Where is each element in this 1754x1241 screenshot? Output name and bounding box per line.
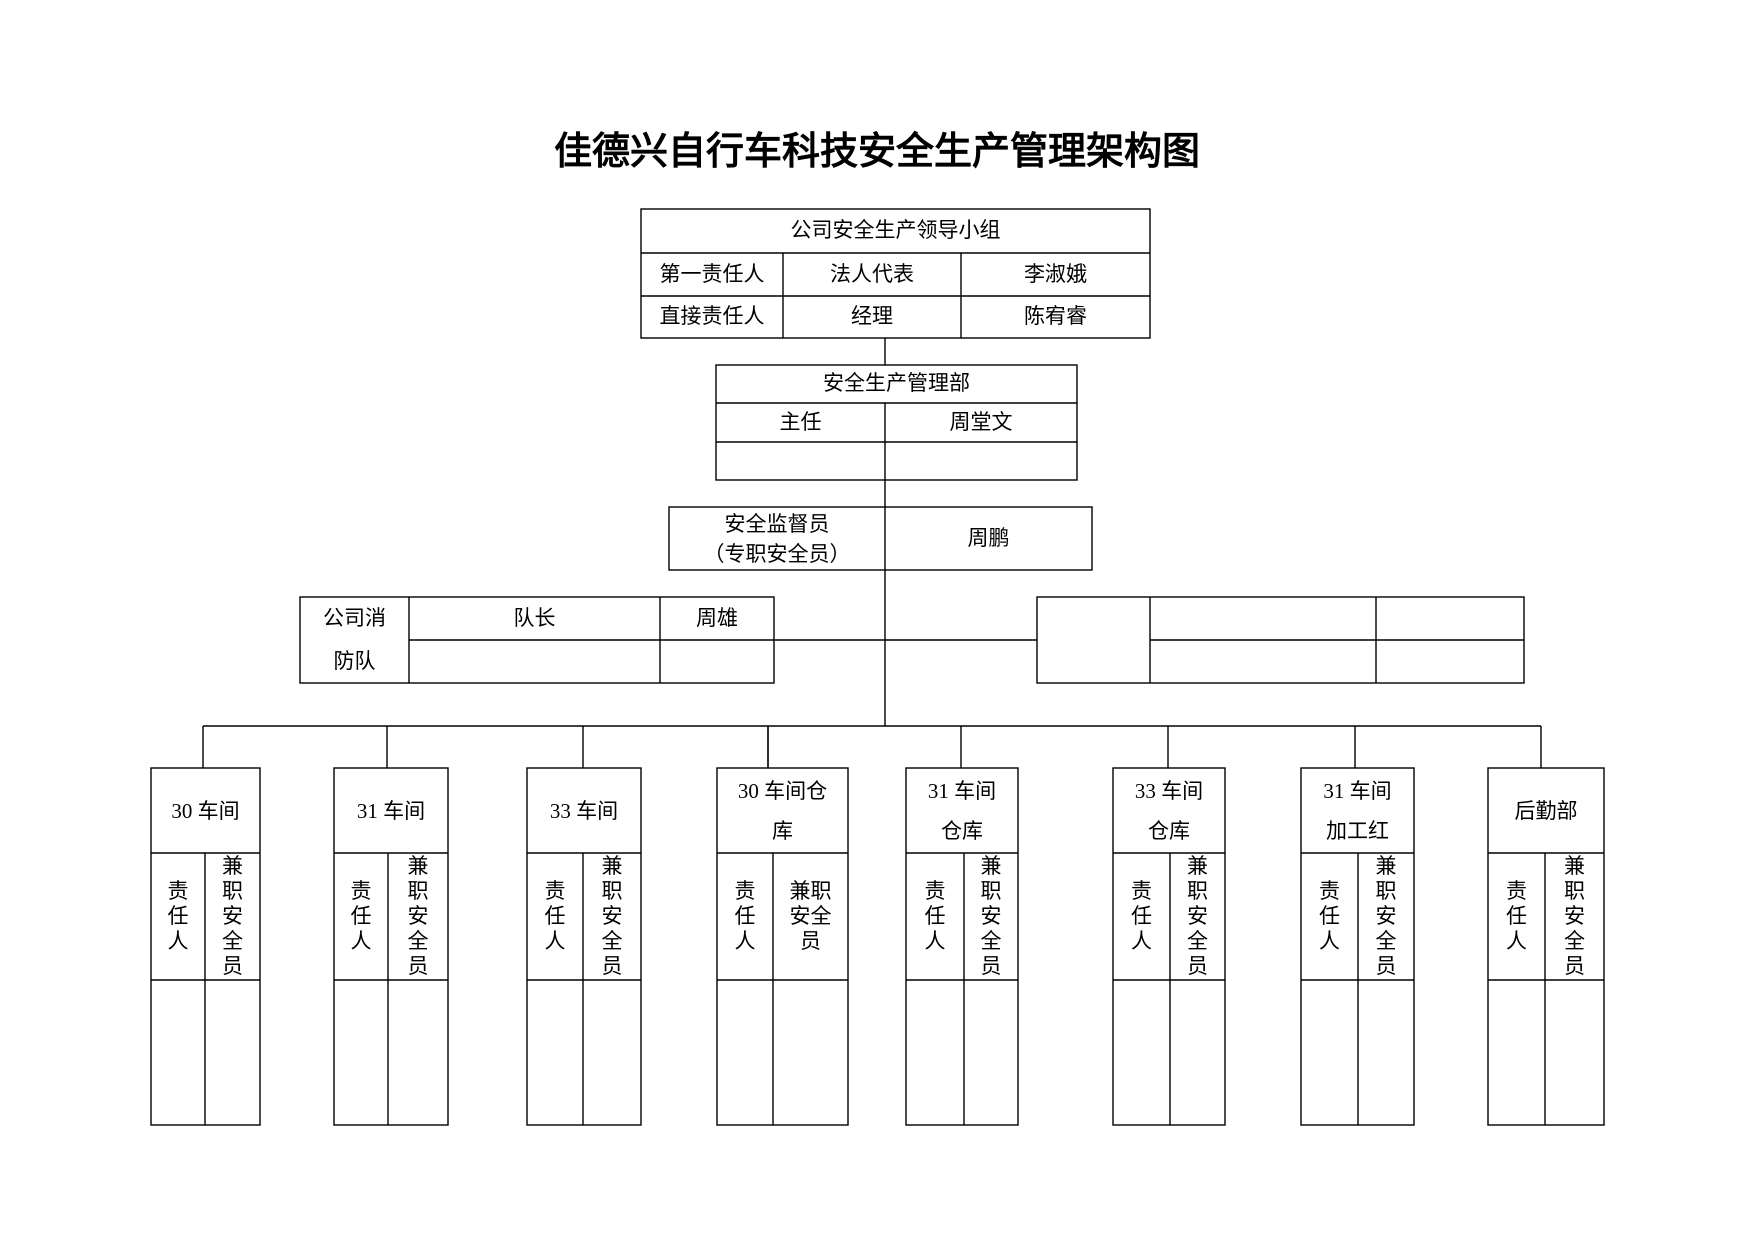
fire-brigade-captain-name: 周雄 [660,597,774,640]
cell-text: 陈宥睿 [1024,304,1087,329]
unit-header: 31 车间 [334,768,448,853]
fire-brigade-name-line: 防队 [333,649,376,673]
safety-officer-label: 兼职安全员 [964,853,1018,980]
first-responsible-label: 第一责任人 [641,253,783,296]
cell-text: 法人代表 [830,261,914,286]
safety-officer-label-text: 兼职安全员 [1375,854,1397,978]
safety-officer-label-text: 兼职安全员 [601,854,623,978]
cell-text: 直接责任人 [659,304,765,329]
responsible-label: 责任人 [1113,853,1170,980]
box-border [333,767,449,1126]
safety-officer-label: 兼职安全员 [773,853,848,980]
supervisor-name: 周鹏 [885,507,1092,570]
unit-header-line: 30 车间仓 [737,778,828,803]
cell-text: 安全生产管理部 [823,371,970,396]
responsible-label-text: 责任人 [924,879,946,953]
responsible-label-text: 责任人 [734,879,756,953]
box-border [905,767,1019,1126]
unit-header: 31 车间仓库 [906,768,1018,853]
supervisor-label-line: （专职安全员） [703,541,851,566]
safety-officer-label-text: 兼职安全员 [407,854,429,978]
unit-header: 33 车间仓库 [1113,768,1225,853]
cell-text: 主任 [779,409,822,434]
unit-header-line: 30 车间 [171,798,240,823]
box-border [1112,767,1226,1126]
direct-responsible-label: 直接责任人 [641,296,783,338]
box-border [640,208,1151,339]
safety-dept-director-label: 主任 [716,403,885,442]
responsible-label-text: 责任人 [1131,879,1152,953]
safety-officer-label-text: 兼职安全员 [789,879,832,953]
responsible-label-text: 责任人 [1506,879,1527,953]
safety-officer-label-text: 兼职安全员 [980,854,1002,978]
safety-officer-label: 兼职安全员 [583,853,641,980]
responsible-label: 责任人 [1301,853,1358,980]
cell-text: 经理 [851,304,893,329]
box-border [668,506,1093,571]
responsible-label: 责任人 [151,853,205,980]
safety-officer-label-text: 兼职安全员 [1564,854,1585,978]
cell-text: 队长 [513,605,556,630]
direct-responsible-role: 经理 [783,296,961,338]
safety-officer-label-text: 兼职安全员 [1187,854,1208,978]
direct-responsible-name: 陈宥睿 [961,296,1150,338]
safety-dept-director-name: 周堂文 [885,403,1077,442]
unit-header-line: 加工红 [1326,818,1389,843]
unit-header: 30 车间仓库 [717,768,848,853]
page-title: 佳德兴自行车科技安全生产管理架构图 [553,131,1200,173]
cell-text: 周堂文 [949,409,1013,434]
responsible-label-text: 责任人 [544,879,566,953]
cell-text: 李淑娥 [1024,261,1087,286]
leadership-group-title: 公司安全生产领导小组 [641,209,1150,253]
unit-header-line: 33 车间 [549,798,619,823]
safety-officer-label-text: 兼职安全员 [222,854,243,978]
unit-header: 30 车间 [151,768,260,853]
unit-header-line: 仓库 [941,818,983,843]
box-border [716,767,849,1126]
box-border [1487,767,1605,1126]
responsible-label-text: 责任人 [350,879,372,953]
unit-header-line: 后勤部 [1514,798,1578,823]
first-responsible-role: 法人代表 [783,253,961,296]
fire-brigade-name: 公司消 防队 [300,597,409,683]
safety-officer-label: 兼职安全员 [1170,853,1225,980]
safety-officer-label: 兼职安全员 [1545,853,1604,980]
unit-header-line: 33 车间 [1134,778,1204,803]
supervisor-label-line: 安全监督员 [724,511,830,536]
unit-header-line: 仓库 [1148,818,1190,843]
unit-header-line: 库 [772,818,793,843]
responsible-label: 责任人 [717,853,773,980]
responsible-label: 责任人 [1488,853,1545,980]
responsible-label-text: 责任人 [1319,879,1340,953]
safety-officer-label: 兼职安全员 [388,853,448,980]
first-responsible-name: 李淑娥 [961,253,1150,296]
unit-header-line: 31 车间 [356,798,426,823]
responsible-label: 责任人 [334,853,388,980]
box-border [526,767,642,1126]
supervisor-label: 安全监督员 （专职安全员） [669,507,885,570]
cell-text: 周雄 [696,605,738,630]
cell-text: 第一责任人 [659,261,765,286]
responsible-label: 责任人 [906,853,964,980]
unit-header: 31 车间加工红 [1301,768,1414,853]
safety-officer-label: 兼职安全员 [205,853,260,980]
leadership-group-title-text: 公司安全生产领导小组 [790,218,1001,243]
responsible-label: 责任人 [527,853,583,980]
unit-header-line: 31 车间 [1323,778,1392,803]
unit-header-line: 31 车间 [927,778,997,803]
unit-header: 后勤部 [1488,768,1604,853]
fire-brigade-captain-label: 队长 [409,597,660,640]
fire-brigade-name-line: 公司消 [323,606,386,630]
cell-text: 周鹏 [967,525,1010,550]
responsible-label-text: 责任人 [167,879,189,953]
box-border [715,364,1078,481]
safety-dept-title: 安全生产管理部 [716,365,1077,403]
safety-officer-label: 兼职安全员 [1358,853,1414,980]
unit-header: 33 车间 [527,768,641,853]
